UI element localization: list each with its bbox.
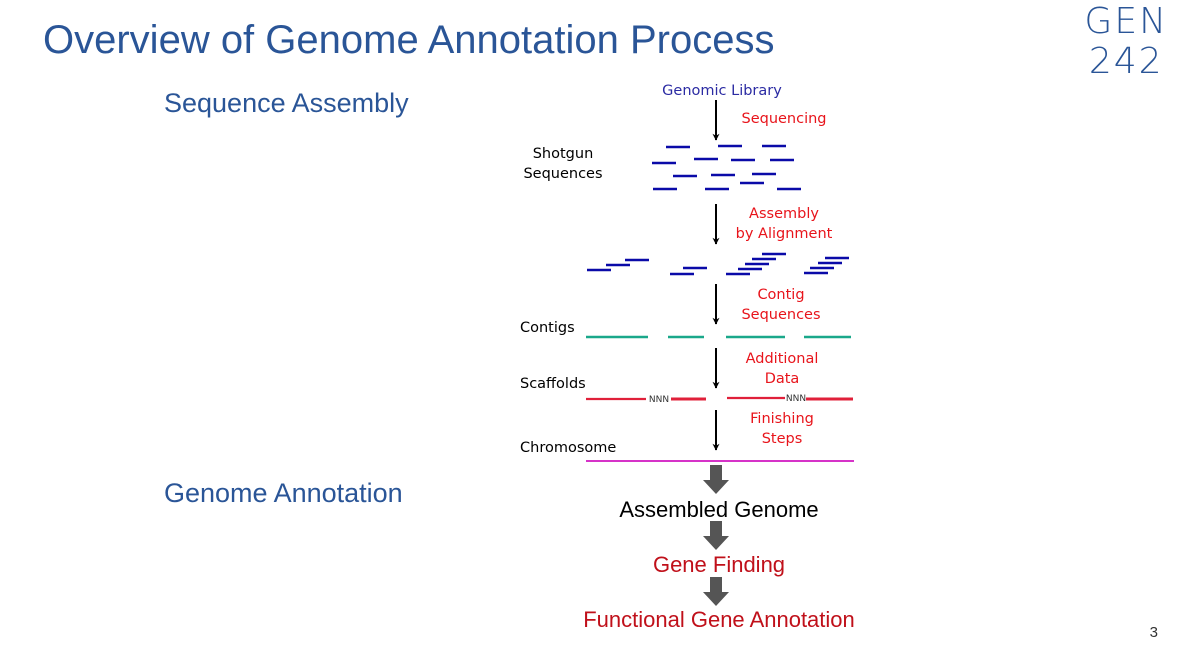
step-sequencing: Sequencing — [741, 111, 826, 127]
section-heading-genome-annotation: Genome Annotation — [164, 478, 403, 508]
slide-title: Overview of Genome Annotation Process — [43, 18, 775, 62]
stage-shotgun-line1: Shotgun — [533, 146, 594, 162]
stage-contigs: Contigs — [520, 320, 575, 336]
step-additional-line1: Additional — [746, 351, 819, 367]
gene-finding-label: Gene Finding — [653, 552, 785, 577]
gap-marker-1: NNN — [649, 395, 669, 405]
course-logo: GEN 242 — [1084, 2, 1168, 82]
block-arrow-3 — [703, 577, 729, 606]
course-number: 242 — [1088, 41, 1164, 82]
step-additional-line2: Data — [765, 371, 800, 387]
step-assembly-line2: by Alignment — [736, 226, 833, 242]
section-heading-sequence-assembly: Sequence Assembly — [164, 88, 409, 118]
shotgun-reads — [652, 144, 801, 191]
step-finishing-line1: Finishing — [750, 411, 814, 427]
step-contig-line2: Sequences — [741, 307, 820, 323]
block-arrow-2 — [703, 521, 729, 550]
block-arrow-1 — [703, 465, 729, 494]
course-code: GEN — [1084, 1, 1168, 42]
genomic-library-label: Genomic Library — [662, 83, 782, 99]
gap-marker-2: NNN — [786, 394, 806, 404]
functional-annotation-label: Functional Gene Annotation — [583, 607, 855, 632]
slide-number: 3 — [1149, 624, 1158, 641]
stage-chromosome: Chromosome — [520, 440, 616, 456]
stage-scaffolds: Scaffolds — [520, 376, 586, 392]
step-contig-line1: Contig — [757, 287, 804, 303]
aligned-reads — [587, 252, 849, 276]
step-finishing-line2: Steps — [762, 431, 803, 447]
assembled-genome-label: Assembled Genome — [619, 497, 818, 522]
scaffold-segments — [586, 396, 853, 401]
stage-shotgun-line2: Sequences — [523, 166, 602, 182]
step-assembly-line1: Assembly — [749, 206, 819, 222]
pipeline-arrows — [703, 465, 729, 606]
